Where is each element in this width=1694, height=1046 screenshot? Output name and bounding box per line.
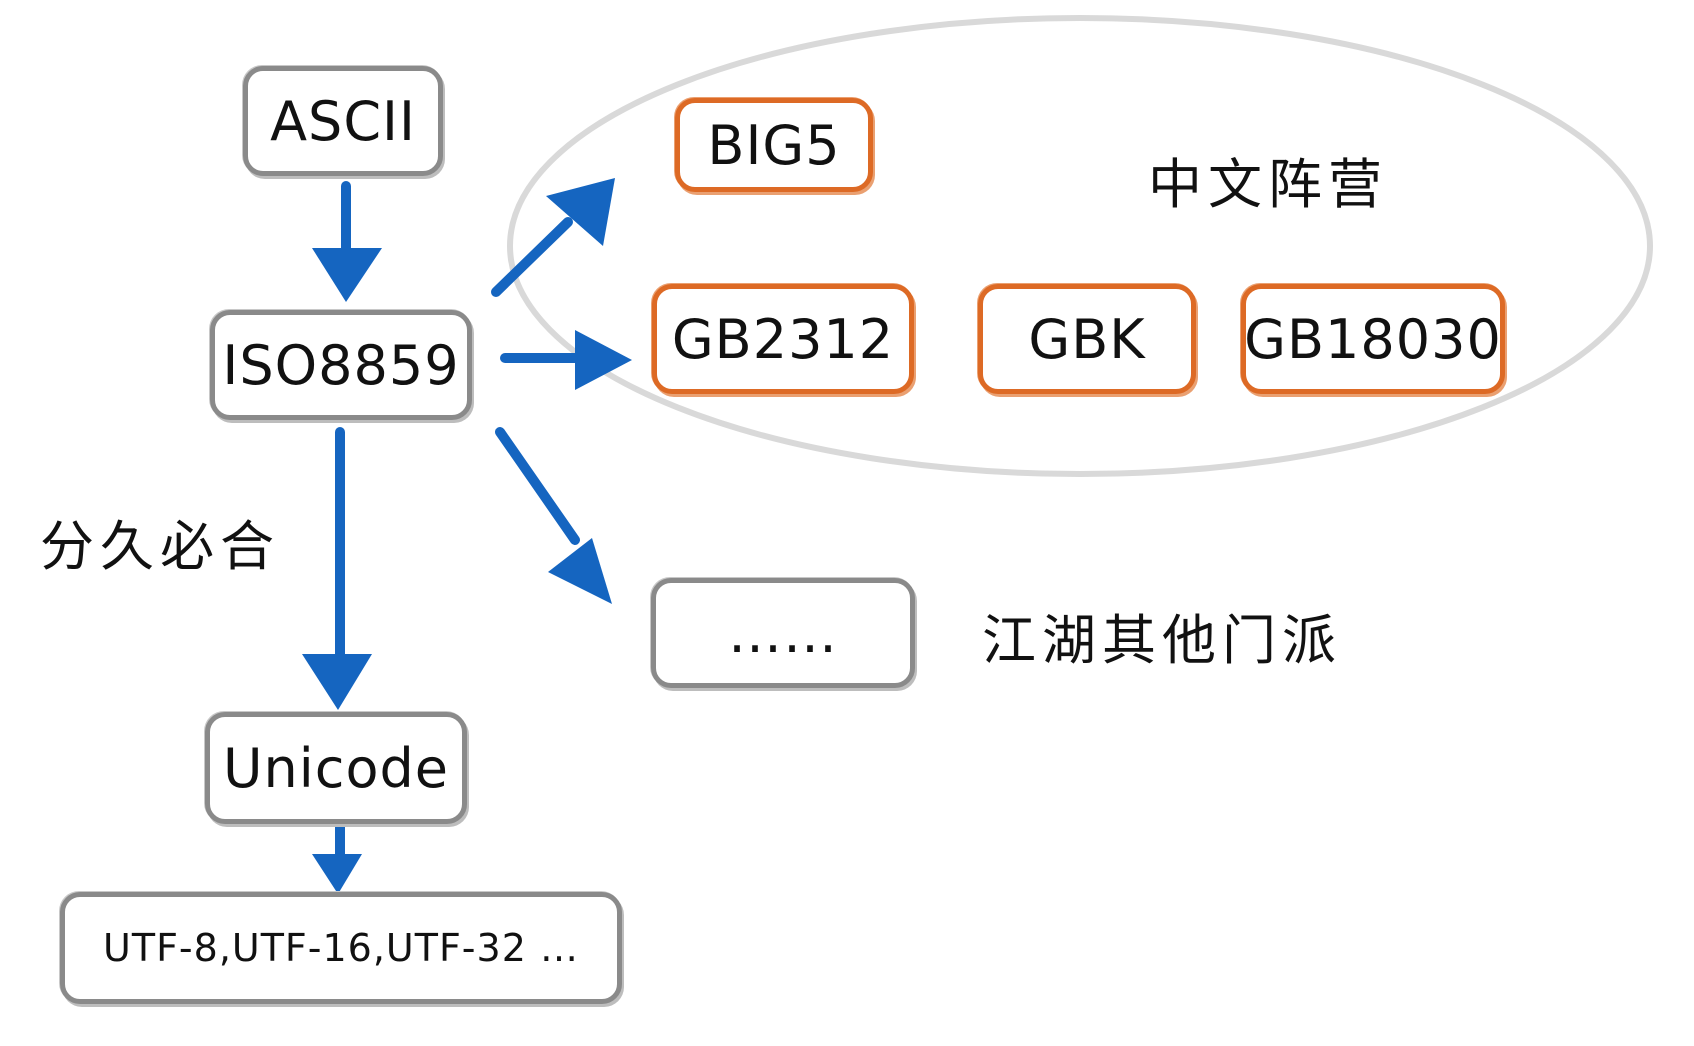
- gb2312-label: GB2312: [671, 307, 895, 371]
- arrow-iso8859-to-others: [495, 427, 612, 604]
- other-sects-label: 江湖其他门派: [982, 609, 1342, 672]
- ascii-box: ASCII: [243, 66, 443, 176]
- iso8859-label: ISO8859: [222, 333, 460, 397]
- chinese-camp-ellipse: [507, 15, 1653, 477]
- unify-label: 分久必合: [40, 515, 280, 578]
- ascii-label: ASCII: [270, 89, 416, 153]
- big5-label: BIG5: [707, 113, 841, 177]
- gb2312-box: GB2312: [652, 284, 914, 394]
- arrow-iso8859-to-big5: [491, 178, 615, 297]
- big5-box: BIG5: [675, 98, 873, 192]
- utf-box: UTF-8,UTF-16,UTF-32 …: [60, 892, 622, 1004]
- arrow-iso8859-to-unicode: [302, 427, 372, 710]
- unicode-label: Unicode: [223, 736, 449, 800]
- gbk-box: GBK: [978, 284, 1196, 394]
- utf-label: UTF-8,UTF-16,UTF-32 …: [103, 926, 579, 970]
- others-box: ……: [651, 578, 915, 688]
- others-label: ……: [728, 601, 838, 665]
- arrow-iso8859-to-gb2312: [500, 330, 632, 390]
- unicode-box: Unicode: [205, 712, 467, 824]
- gb18030-label: GB18030: [1244, 307, 1502, 371]
- arrow-ascii-to-iso8859: [312, 181, 382, 302]
- chinese-camp-label: 中文阵营: [1148, 153, 1388, 216]
- gbk-label: GBK: [1028, 307, 1146, 371]
- gb18030-box: GB18030: [1241, 284, 1505, 394]
- arrow-unicode-to-utf: [312, 821, 362, 894]
- iso8859-box: ISO8859: [210, 310, 472, 420]
